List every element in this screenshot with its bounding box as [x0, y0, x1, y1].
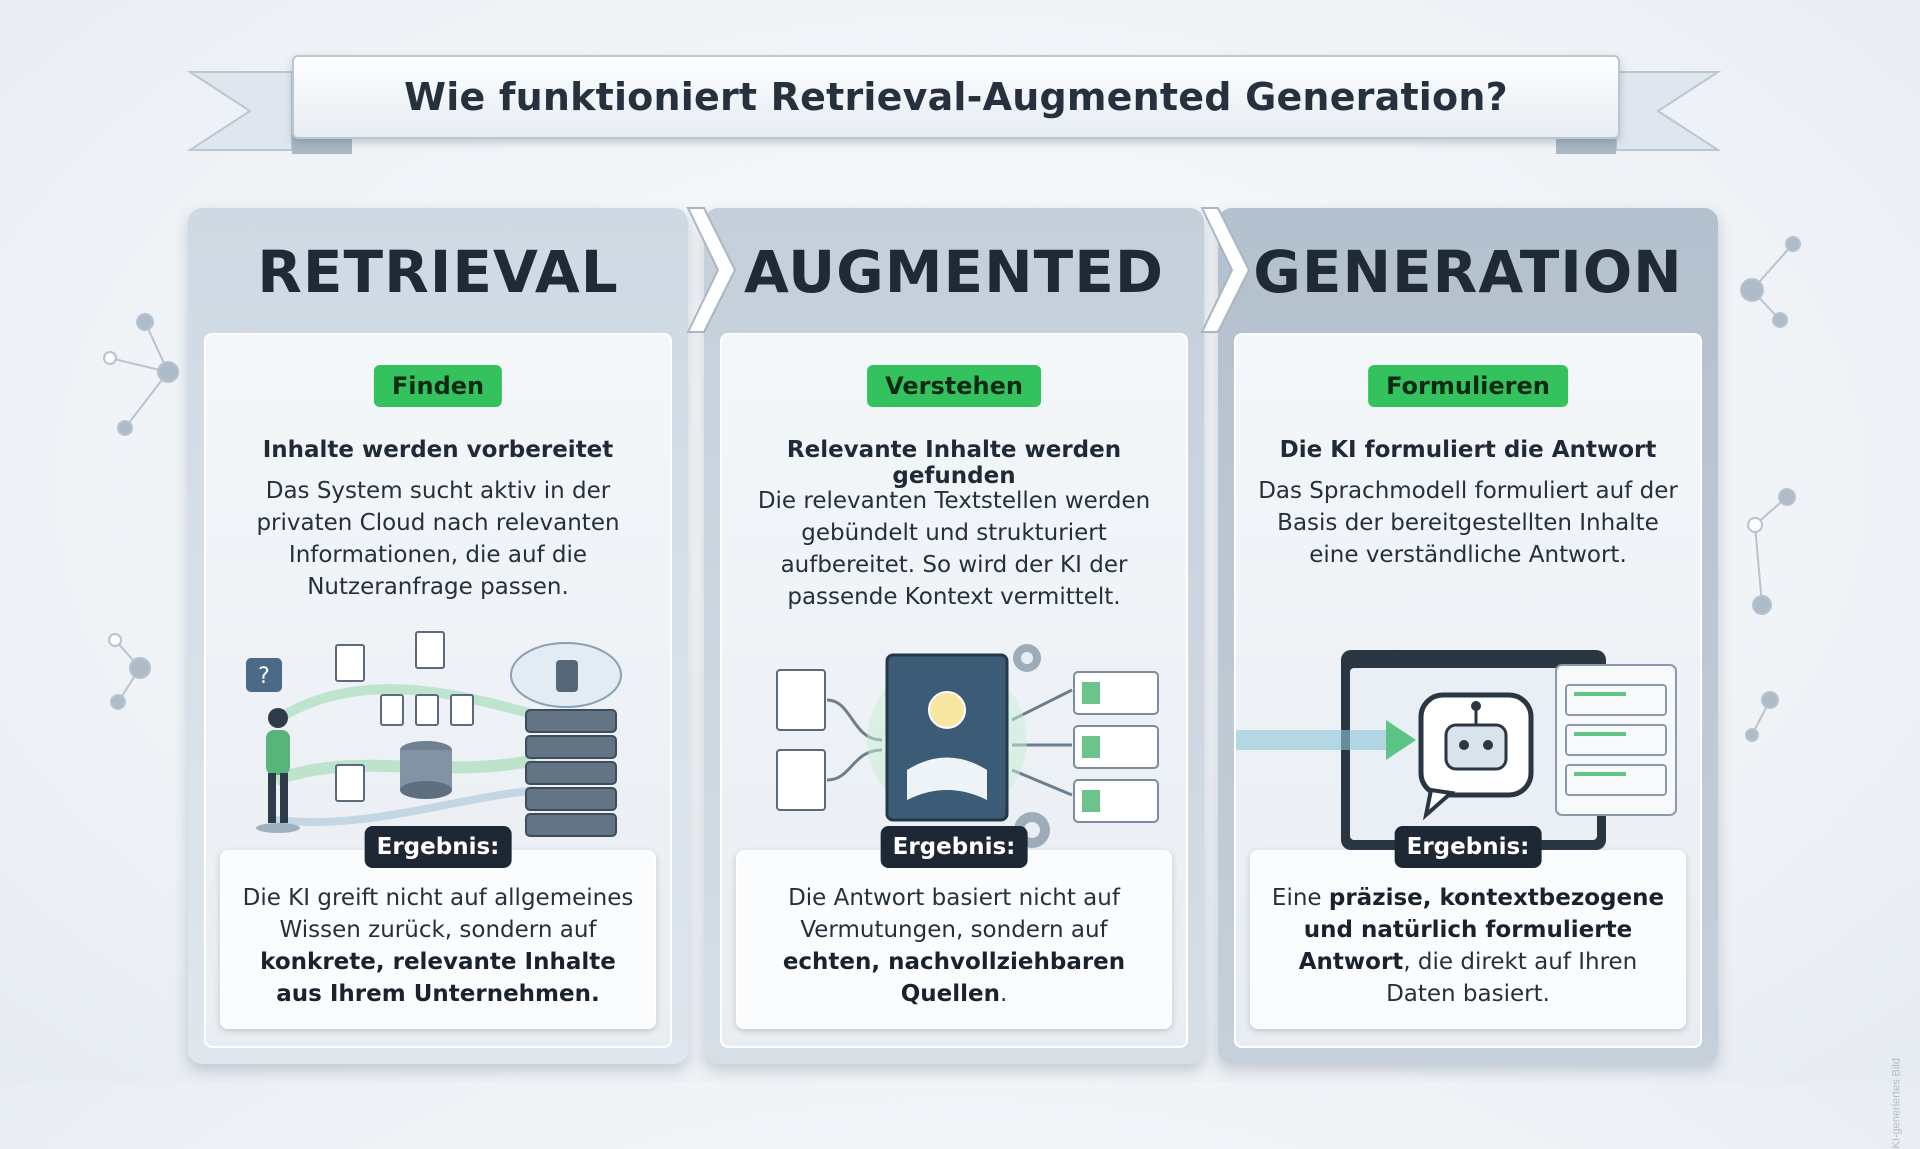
response-card-icon	[1555, 664, 1677, 816]
title-box: Wie funktioniert Retrieval-Augmented Gen…	[292, 55, 1620, 139]
robot-chat-icon	[1418, 692, 1534, 821]
result-label: Ergebnis:	[880, 826, 1028, 868]
step-subtitle: Relevante Inhalte werden gefunden	[786, 437, 1122, 489]
step-badge: Verstehen	[867, 365, 1041, 407]
result-text: Die KI greift nicht auf allgemeines Wiss…	[240, 882, 636, 1010]
cloud-server-icon	[510, 642, 622, 837]
page-title: Wie funktioniert Retrieval-Augmented Gen…	[404, 75, 1508, 119]
column-augmented: AUGMENTED Verstehen Relevante Inhalte we…	[704, 208, 1204, 1064]
column-heading: RETRIEVAL	[257, 238, 619, 306]
column-panel: Verstehen Relevante Inhalte werden gefun…	[720, 333, 1188, 1048]
column-panel: Formulieren Die KI formuliert die Antwor…	[1234, 333, 1702, 1048]
book-lightbulb-icon	[867, 653, 1027, 822]
title-banner: Wie funktioniert Retrieval-Augmented Gen…	[0, 0, 1920, 170]
arrow-right-icon	[1236, 720, 1416, 760]
result-text: Die Antwort basiert nicht auf Vermutunge…	[756, 882, 1152, 1010]
banner-ribbon-icon	[186, 71, 1722, 154]
step-badge: Finden	[373, 365, 503, 407]
step-description: Das Sprachmodell formuliert auf der Basi…	[1258, 478, 1678, 568]
step-subtitle: Inhalte werden vorbereitet	[262, 437, 614, 463]
result-text-segment: Die KI greift nicht auf allgemeines Wiss…	[242, 885, 634, 943]
result-box: Ergebnis: Die Antwort basiert nicht auf …	[736, 826, 1172, 1029]
step-description: Die relevanten Textstellen werden gebünd…	[757, 488, 1151, 610]
database-icon	[400, 741, 452, 799]
column-retrieval: RETRIEVAL Finden Inhalte werden vorberei…	[188, 208, 688, 1064]
result-text: Eine präzise, kontextbezogene und natürl…	[1270, 882, 1666, 1010]
column-heading: AUGMENTED	[743, 238, 1164, 306]
result-text-segment: Die Antwort basiert nicht auf Vermutunge…	[788, 885, 1120, 943]
result-text-bold: präzise, kontextbezogene und natürlich f…	[1298, 885, 1665, 975]
column-panel: Finden Inhalte werden vorbereitet Das Sy…	[204, 333, 672, 1048]
retrieval-illustration-icon: ?	[246, 631, 622, 837]
result-box: Ergebnis: Eine präzise, kontextbezogene …	[1250, 826, 1686, 1029]
svg-text:?: ?	[258, 664, 270, 689]
result-text-segment: .	[999, 981, 1008, 1007]
document-icon	[335, 631, 474, 802]
result-label: Ergebnis:	[1394, 826, 1542, 868]
column-heading: GENERATION	[1253, 238, 1683, 306]
step-badge: Formulieren	[1368, 365, 1568, 407]
network-decoration-icon	[103, 236, 1801, 742]
result-text-segment: , die direkt auf Ihren Daten basiert.	[1386, 949, 1638, 1007]
column-generation: GENERATION Formulieren Die KI formuliert…	[1218, 208, 1718, 1064]
result-text-segment: Eine	[1271, 885, 1329, 911]
result-label: Ergebnis:	[364, 826, 512, 868]
person-icon	[256, 708, 300, 833]
document-icon	[776, 669, 826, 811]
result-box: Ergebnis: Die KI greift nicht auf allgem…	[220, 826, 656, 1029]
result-text-bold: konkrete, relevante Inhalte aus Ihrem Un…	[260, 949, 616, 1007]
generation-illustration-icon	[1236, 650, 1677, 850]
step-subtitle: Die KI formuliert die Antwort	[1279, 437, 1657, 463]
step-description: Das System sucht aktiv in der privaten C…	[256, 478, 620, 600]
watermark: KI-generiertes Bild	[1890, 1058, 1902, 1149]
result-text-bold: echten, nachvollziehbaren Quellen	[782, 949, 1126, 1007]
question-bubble-icon: ?	[246, 658, 282, 692]
